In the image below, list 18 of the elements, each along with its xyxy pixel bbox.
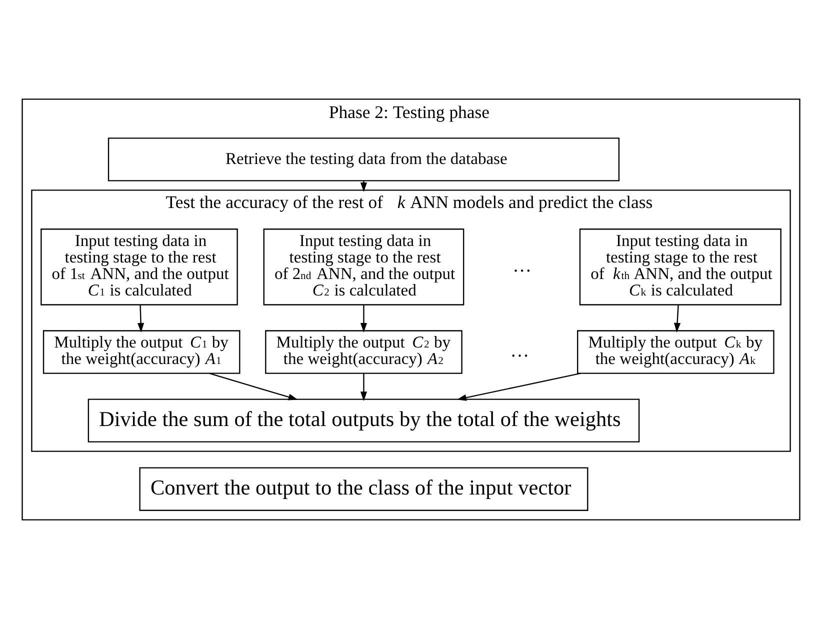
node-box: Divide the sum of the total outputs by the total of the weights xyxy=(88,398,640,442)
arrow xyxy=(456,372,581,400)
arrow xyxy=(360,304,368,332)
node-box: Multiply the output Ck by the weight(accuracy) Ak xyxy=(577,330,774,374)
arrow xyxy=(138,304,144,332)
label: … xyxy=(512,254,532,276)
node-box: Input testing data in testing stage to the rest of 1st ANN, and the output C1 is calculated xyxy=(40,228,238,305)
arrow xyxy=(360,180,368,192)
node-box: Convert the output to the class of the input vector xyxy=(139,466,588,510)
node-box: Retrieve the testing data from the database xyxy=(108,137,620,181)
arrow xyxy=(674,304,681,332)
node-box: Multiply the output C2 by the weight(accuracy) A2 xyxy=(265,330,462,374)
node-box: Input testing data in testing stage to the rest of 2nd ANN, and the output C2 is calculated xyxy=(263,228,464,305)
arrow xyxy=(208,372,298,400)
label: … xyxy=(510,340,530,362)
arrow xyxy=(360,372,368,401)
node-box: Multiply the output C1 by the weight(accuracy) A1 xyxy=(42,330,240,374)
node-box: Input testing data in testing stage to the rest of kth ANN, and the output Ck is calculated xyxy=(579,228,782,305)
